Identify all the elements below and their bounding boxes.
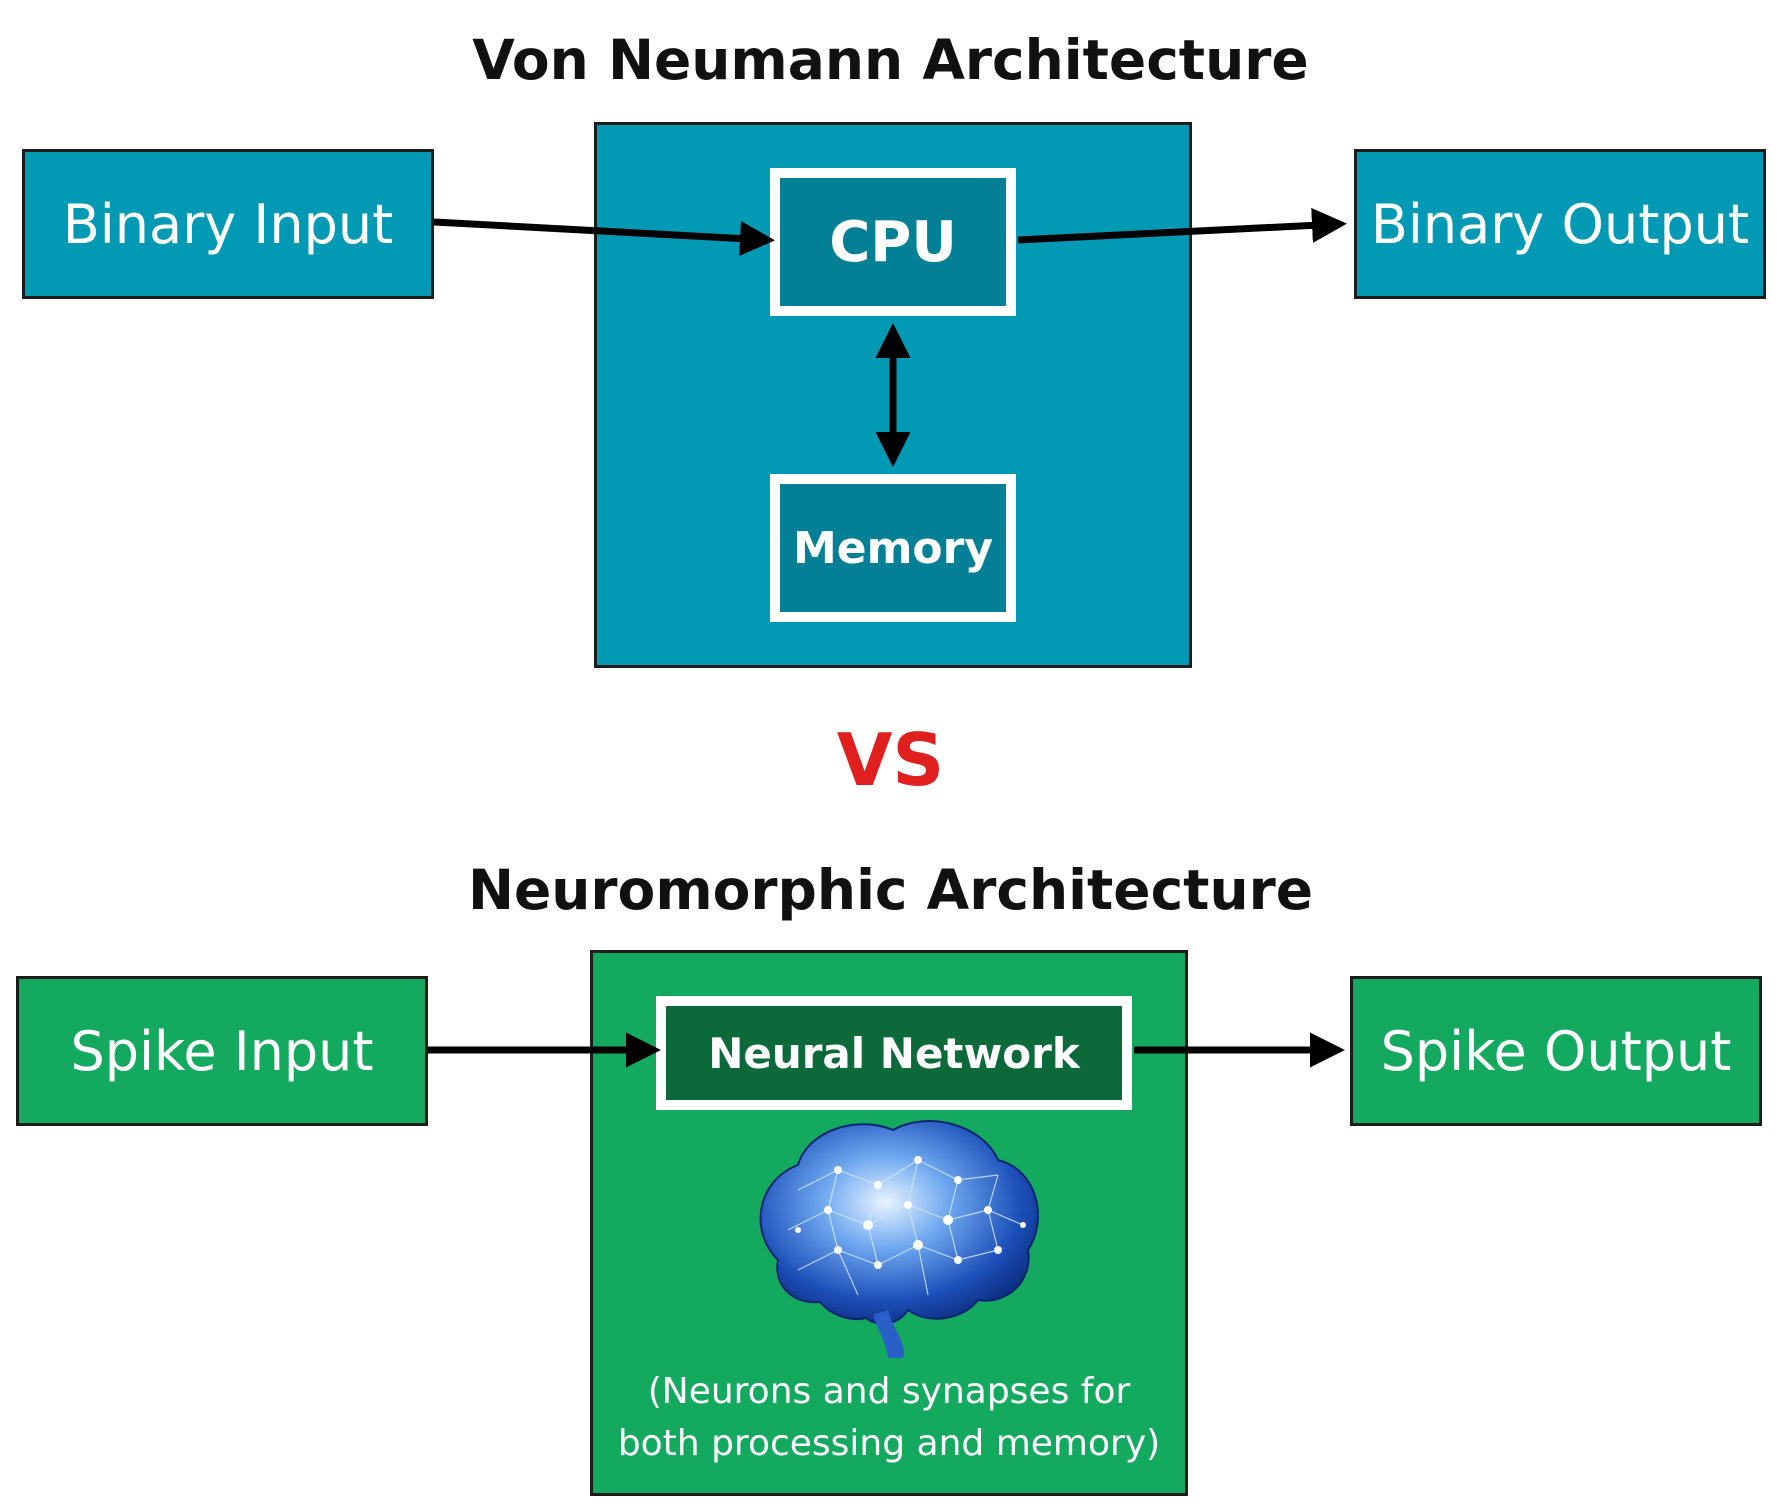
spike-input-box: Spike Input <box>16 976 428 1126</box>
neural-network-caption: (Neurons and synapses for both processin… <box>590 1366 1188 1470</box>
neuromorphic-title: Neuromorphic Architecture <box>467 858 1314 922</box>
binary-input-box: Binary Input <box>22 149 434 299</box>
arrow-cpu-to-output <box>1017 207 1347 244</box>
caption-line-2: both processing and memory) <box>617 1423 1161 1464</box>
vs-label: VS <box>836 718 945 802</box>
von-neumann-title: Von Neumann Architecture <box>472 28 1309 92</box>
spike-output-box: Spike Output <box>1350 976 1762 1126</box>
neural-network-box: Neural Network <box>656 996 1132 1110</box>
brain-icon <box>759 1120 1039 1358</box>
arrow-input-to-cpu <box>433 218 775 256</box>
cpu-box: CPU <box>770 168 1016 316</box>
memory-box: Memory <box>770 474 1016 622</box>
caption-line-1: (Neurons and synapses for <box>647 1371 1131 1412</box>
binary-output-box: Binary Output <box>1354 149 1766 299</box>
